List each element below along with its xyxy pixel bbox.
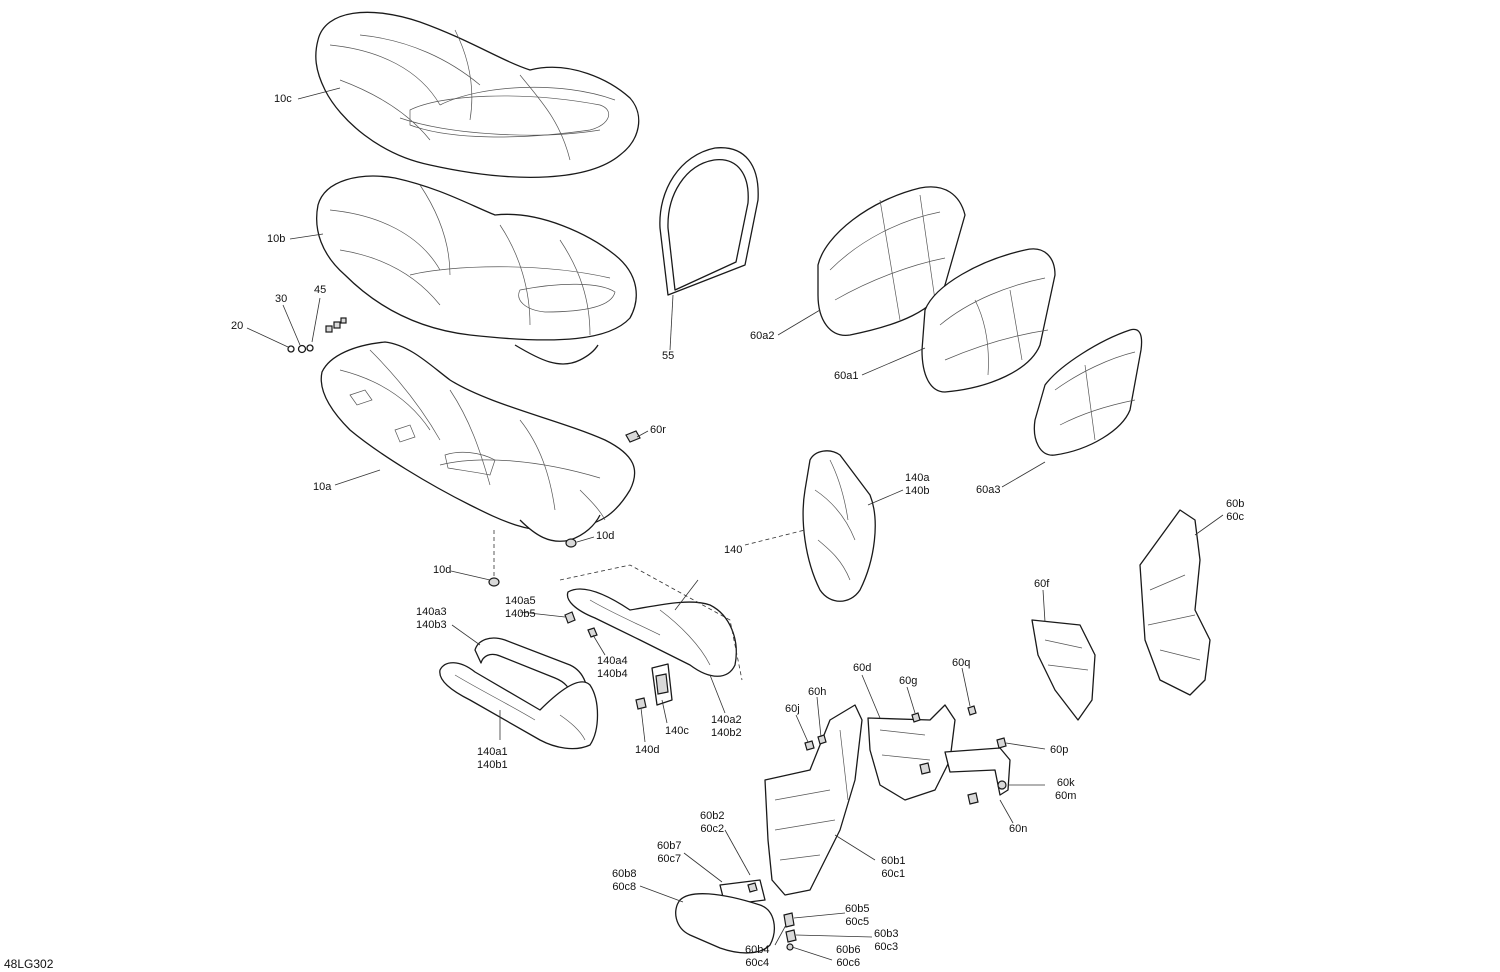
callout-55: 55: [662, 350, 675, 362]
callout-60f: 60f: [1034, 578, 1050, 590]
callout-140c: 140c: [665, 725, 689, 737]
callout-60g: 60g: [899, 675, 918, 687]
callout-45: 45: [314, 284, 327, 296]
callout-140d: 140d: [635, 744, 660, 756]
part-60k-60m-bracket: [944, 747, 1011, 796]
part-60d-bracket: [867, 704, 956, 801]
callout-60a3: 60a3: [976, 484, 1001, 496]
part-60b8-60c8-cover: [675, 893, 775, 954]
part-140a1-140b1-armrest-cover: [439, 662, 599, 750]
part-60a1-backrest-foam: [921, 248, 1056, 393]
callout-60p: 60p: [1050, 744, 1069, 756]
callout-10d-left: 10d: [433, 564, 452, 576]
callout-60r: 60r: [650, 424, 666, 436]
callout-10c: 10c: [274, 93, 292, 105]
part-60a2-backrest-shell: [817, 186, 966, 336]
part-60a3-backrest-frame: [1033, 328, 1143, 456]
part-140a-140b-armrest-pad: [802, 450, 876, 602]
leader-lines: [246, 87, 1224, 961]
screw-60r: [625, 430, 641, 443]
callout-10d-right: 10d: [596, 530, 615, 542]
callout-60h: 60h: [808, 686, 827, 698]
callout-10a: 10a: [313, 481, 332, 493]
callout-10b: 10b: [267, 233, 286, 245]
screws-140: [564, 611, 647, 710]
part-140c-bezel: [651, 663, 673, 706]
part-60b1-60c1-console-frame: [764, 704, 863, 896]
fastener-10d: [488, 530, 577, 587]
part-140-armrest-base: [559, 564, 743, 681]
callout-140: 140: [724, 544, 743, 556]
screws-60: [747, 705, 1007, 951]
hardware-20-30-45: [287, 317, 347, 354]
callout-60d: 60d: [853, 662, 872, 674]
callout-60j: 60j: [785, 703, 800, 715]
diagram-reference-code: 48LG302: [4, 957, 54, 971]
part-55-seal: [659, 147, 759, 296]
callout-60q: 60q: [952, 657, 971, 669]
callout-30: 30: [275, 293, 288, 305]
callout-60a1: 60a1: [834, 370, 859, 382]
callout-20: 20: [231, 320, 244, 332]
part-10b-seat-foam: [316, 175, 637, 365]
callout-60a2: 60a2: [750, 330, 775, 342]
part-60f-side-trim: [1031, 619, 1096, 721]
part-60b-60c-side-panel: [1139, 509, 1211, 696]
part-10c-seat-cover: [315, 11, 640, 178]
part-10a-seat-base: [320, 341, 636, 542]
callout-60n: 60n: [1009, 823, 1028, 835]
